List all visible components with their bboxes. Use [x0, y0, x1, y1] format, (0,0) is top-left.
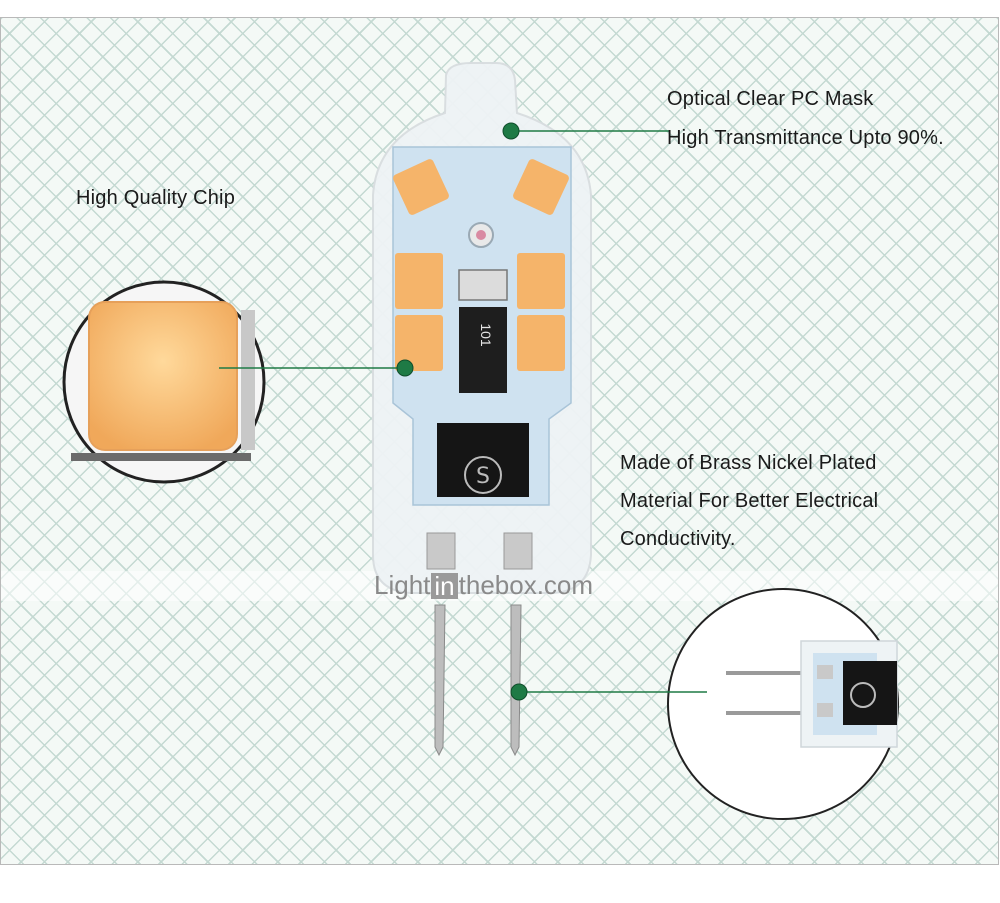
pins-label-line3: Conductivity.	[620, 528, 736, 550]
watermark-in-box: in	[431, 572, 458, 599]
pins-marker-dot	[510, 683, 528, 701]
pin-sockets	[426, 532, 533, 570]
watermark-logo: Light in thebox.com	[374, 570, 593, 601]
callout-leaders	[219, 122, 707, 701]
pins-label-line1: Made of Brass Nickel Plated	[620, 452, 877, 474]
g4-led-bulb-illustration: S 101	[62, 62, 899, 820]
product-image-frame: S 101	[0, 17, 999, 865]
driver-components: S	[437, 222, 529, 497]
chip-zoom-circle	[62, 280, 266, 484]
pins-label-line2: Material For Better Electrical	[620, 490, 879, 512]
mask-label-line1: Optical Clear PC Mask	[667, 88, 874, 110]
watermark-domain: thebox.com	[458, 570, 594, 600]
pins-zoom-circle	[667, 588, 899, 820]
rectifier-symbol: S	[476, 464, 490, 489]
mask-marker-dot	[502, 122, 520, 140]
watermark-light: Light	[374, 570, 431, 600]
led-chips	[393, 159, 569, 371]
chip-marker-dot	[396, 359, 414, 377]
chip-label: High Quality Chip	[76, 187, 236, 209]
resistor-marking: 101	[478, 323, 494, 347]
brass-pins	[434, 604, 522, 757]
mask-label-line2: High Transmittance Upto 90%.	[667, 127, 944, 149]
